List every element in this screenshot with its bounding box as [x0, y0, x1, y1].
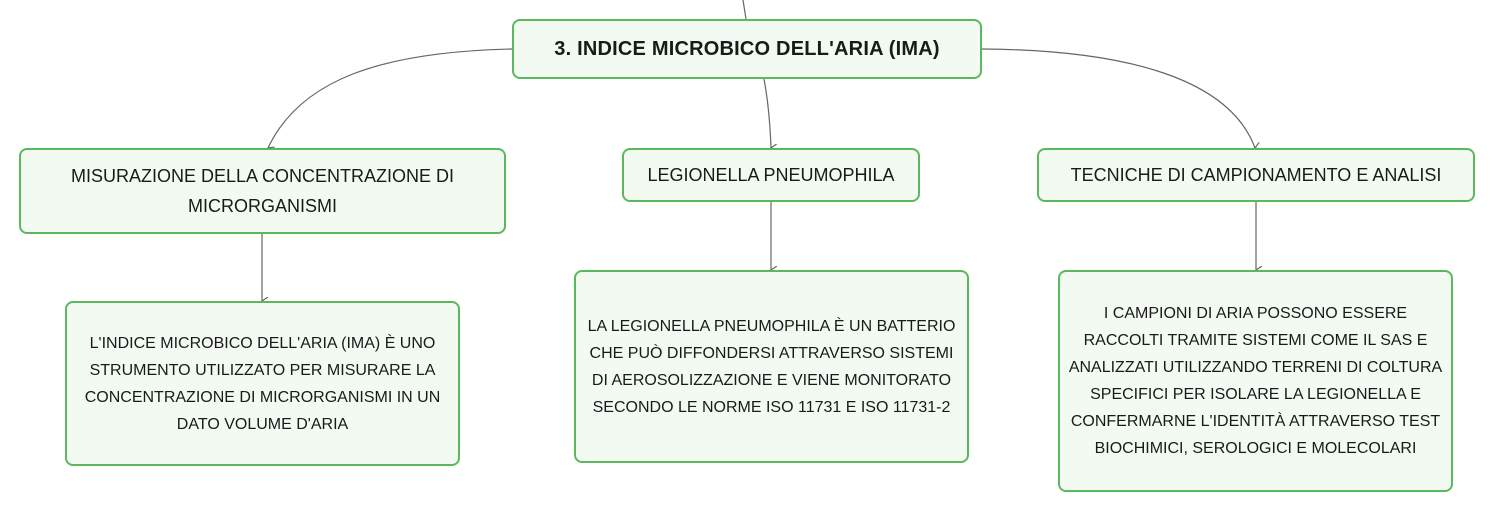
- connector-root-tecniche: [981, 48, 1255, 148]
- root-node-label: 3. INDICE MICROBICO DELL'ARIA (IMA): [554, 37, 940, 60]
- detail-node-text: LA LEGIONELLA PNEUMOPHILA È UN BATTERIO …: [587, 317, 956, 416]
- branch-node-label: LEGIONELLA PNEUMOPHILA: [647, 165, 895, 185]
- root-node[interactable]: 3. INDICE MICROBICO DELL'ARIA (IMA): [512, 19, 982, 79]
- detail-node-tecniche[interactable]: I CAMPIONI DI ARIA POSSONO ESSERE RACCOL…: [1058, 270, 1453, 492]
- detail-node-misurazione[interactable]: L'INDICE MICROBICO DELL'ARIA (IMA) È UNO…: [65, 301, 460, 466]
- detail-node-text: L'INDICE MICROBICO DELL'ARIA (IMA) È UNO…: [84, 334, 441, 433]
- connector-root-misurazione: [268, 48, 513, 148]
- detail-node-legionella[interactable]: LA LEGIONELLA PNEUMOPHILA È UN BATTERIO …: [574, 270, 969, 463]
- connector-parent-root: [742, 0, 747, 20]
- branch-node-tecniche[interactable]: TECNICHE DI CAMPIONAMENTO E ANALISI: [1037, 148, 1475, 202]
- connector-root-legionella: [763, 78, 771, 148]
- branch-node-misurazione[interactable]: MISURAZIONE DELLA CONCENTRAZIONE DI MICR…: [19, 148, 506, 234]
- branch-node-label: MISURAZIONE DELLA CONCENTRAZIONE DI MICR…: [70, 166, 455, 216]
- branch-node-legionella[interactable]: LEGIONELLA PNEUMOPHILA: [622, 148, 920, 202]
- branch-node-label: TECNICHE DI CAMPIONAMENTO E ANALISI: [1070, 165, 1442, 185]
- detail-node-text: I CAMPIONI DI ARIA POSSONO ESSERE RACCOL…: [1068, 305, 1443, 457]
